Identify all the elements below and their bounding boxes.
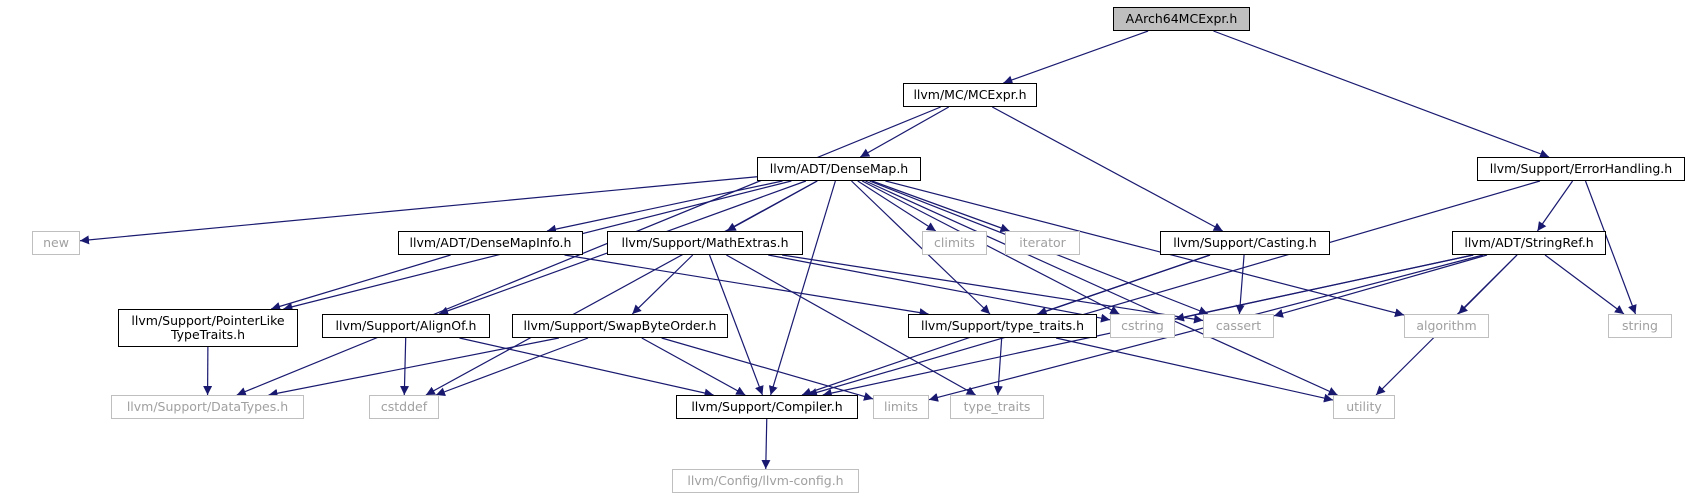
edge-errorhandling-to-compiler <box>807 180 1541 397</box>
node-compiler[interactable]: llvm/Support/Compiler.h <box>676 395 858 419</box>
edge-mcexpr-to-densemap <box>859 106 950 158</box>
edge-densemap-to-climits <box>857 180 937 232</box>
node-label: llvm/ADT/StringRef.h <box>1464 235 1594 250</box>
node-cstring[interactable]: cstring <box>1110 314 1175 338</box>
node-cassert[interactable]: cassert <box>1203 314 1274 338</box>
node-label: llvm/Support/PointerLike TypeTraits.h <box>131 313 285 342</box>
node-iterator[interactable]: iterator <box>1005 231 1080 255</box>
edge-densemap-to-typetraits_h <box>851 180 991 315</box>
node-limits[interactable]: limits <box>873 395 929 419</box>
node-label: iterator <box>1019 235 1066 250</box>
edge-densemap-to-utility <box>865 180 1338 396</box>
node-label: llvm/ADT/DenseMap.h <box>769 161 909 176</box>
node-llvmconfig[interactable]: llvm/Config/llvm-config.h <box>672 469 859 493</box>
node-label: limits <box>883 399 918 414</box>
edge-densemap-to-algorithm <box>885 180 1405 318</box>
edge-mathextras-to-swapbyteorder <box>631 254 694 315</box>
node-label: llvm/Support/DataTypes.h <box>126 399 289 414</box>
edge-mathextras-to-type_traits <box>726 254 976 396</box>
node-mcexpr[interactable]: llvm/MC/MCExpr.h <box>903 83 1037 107</box>
edge-compiler-to-llvmconfig <box>761 418 771 470</box>
node-climits[interactable]: climits <box>922 231 987 255</box>
edge-aarch64mcexpr-to-mcexpr <box>1003 30 1149 85</box>
node-label: new <box>43 235 69 250</box>
node-label: AArch64MCExpr.h <box>1125 11 1238 26</box>
edge-typetraits_h-to-utility <box>1055 337 1334 403</box>
node-label: llvm/Support/ErrorHandling.h <box>1489 161 1673 176</box>
edge-densemap-to-new <box>79 176 758 245</box>
edge-aarch64mcexpr-to-errorhandling <box>1213 30 1550 159</box>
node-swapbyteorder[interactable]: llvm/Support/SwapByteOrder.h <box>512 314 728 338</box>
edge-densemapinfo-to-pointerlike <box>270 254 451 311</box>
node-cstddef[interactable]: cstddef <box>369 395 439 419</box>
node-label: llvm/Config/llvm-config.h <box>687 473 844 488</box>
node-alignof[interactable]: llvm/Support/AlignOf.h <box>322 314 490 338</box>
edge-alignof-to-cstddef <box>400 337 410 396</box>
edge-densemap-to-cstddef <box>425 180 818 396</box>
node-label: llvm/ADT/DenseMapInfo.h <box>409 235 572 250</box>
node-label: llvm/MC/MCExpr.h <box>913 87 1027 102</box>
edge-casting-to-cassert <box>1235 254 1245 315</box>
edge-swapbyteorder-to-datatypes <box>268 337 560 398</box>
node-pointerlike[interactable]: llvm/Support/PointerLike TypeTraits.h <box>118 309 298 347</box>
edge-swapbyteorder-to-limits <box>661 337 874 401</box>
node-label: cstring <box>1121 318 1164 333</box>
node-datatypes[interactable]: llvm/Support/DataTypes.h <box>111 395 304 419</box>
node-algorithm[interactable]: algorithm <box>1404 314 1489 338</box>
edge-stringref-to-string <box>1544 254 1625 315</box>
edge-mcexpr-to-datatypes <box>236 106 941 396</box>
node-label: llvm/Support/MathExtras.h <box>621 235 789 250</box>
node-label: llvm/Support/Compiler.h <box>691 399 843 414</box>
edge-mathextras-to-cassert <box>782 254 1204 324</box>
edge-mathextras-to-compiler <box>708 254 764 396</box>
node-label: algorithm <box>1416 318 1477 333</box>
edge-alignof-to-compiler <box>459 337 714 398</box>
node-label: llvm/Support/Casting.h <box>1173 235 1317 250</box>
node-label: string <box>1622 318 1658 333</box>
node-aarch64mcexpr: AArch64MCExpr.h <box>1113 7 1250 31</box>
edge-densemap-to-densemapinfo <box>546 180 783 234</box>
edge-errorhandling-to-stringref <box>1536 180 1574 232</box>
node-label: llvm/Support/AlignOf.h <box>335 318 477 333</box>
edge-mcexpr-to-casting <box>992 106 1223 232</box>
edge-densemapinfo-to-typetraits_h <box>564 254 929 318</box>
edge-typetraits_h-to-type_traits <box>993 337 1003 396</box>
node-string[interactable]: string <box>1608 314 1672 338</box>
node-label: cassert <box>1215 318 1262 333</box>
node-errorhandling[interactable]: llvm/Support/ErrorHandling.h <box>1477 157 1685 181</box>
node-stringref[interactable]: llvm/ADT/StringRef.h <box>1452 231 1606 255</box>
edge-stringref-to-cassert <box>1273 254 1488 318</box>
node-densemap[interactable]: llvm/ADT/DenseMap.h <box>757 157 921 181</box>
node-utility[interactable]: utility <box>1333 395 1395 419</box>
edge-densemap-to-iterator <box>871 180 1010 233</box>
node-mathextras[interactable]: llvm/Support/MathExtras.h <box>607 231 803 255</box>
node-label: utility <box>1346 399 1382 414</box>
node-label: llvm/Support/SwapByteOrder.h <box>523 318 717 333</box>
node-densemapinfo[interactable]: llvm/ADT/DenseMapInfo.h <box>398 231 583 255</box>
node-type-traits-h[interactable]: llvm/Support/type_traits.h <box>908 314 1097 338</box>
edge-densemap-to-cstring <box>861 180 1120 315</box>
edge-swapbyteorder-to-cstddef <box>435 337 589 397</box>
edge-densemap-to-compiler <box>768 180 836 396</box>
node-label: type_traits <box>963 399 1031 414</box>
node-type-traits[interactable]: type_traits <box>950 395 1044 419</box>
node-label: climits <box>934 235 975 250</box>
edge-errorhandling-to-string <box>1584 180 1637 315</box>
node-label: llvm/Support/type_traits.h <box>920 318 1084 333</box>
node-casting[interactable]: llvm/Support/Casting.h <box>1160 231 1330 255</box>
node-new[interactable]: new <box>32 231 80 255</box>
edge-swapbyteorder-to-compiler <box>641 337 746 396</box>
node-label: cstddef <box>380 399 428 414</box>
